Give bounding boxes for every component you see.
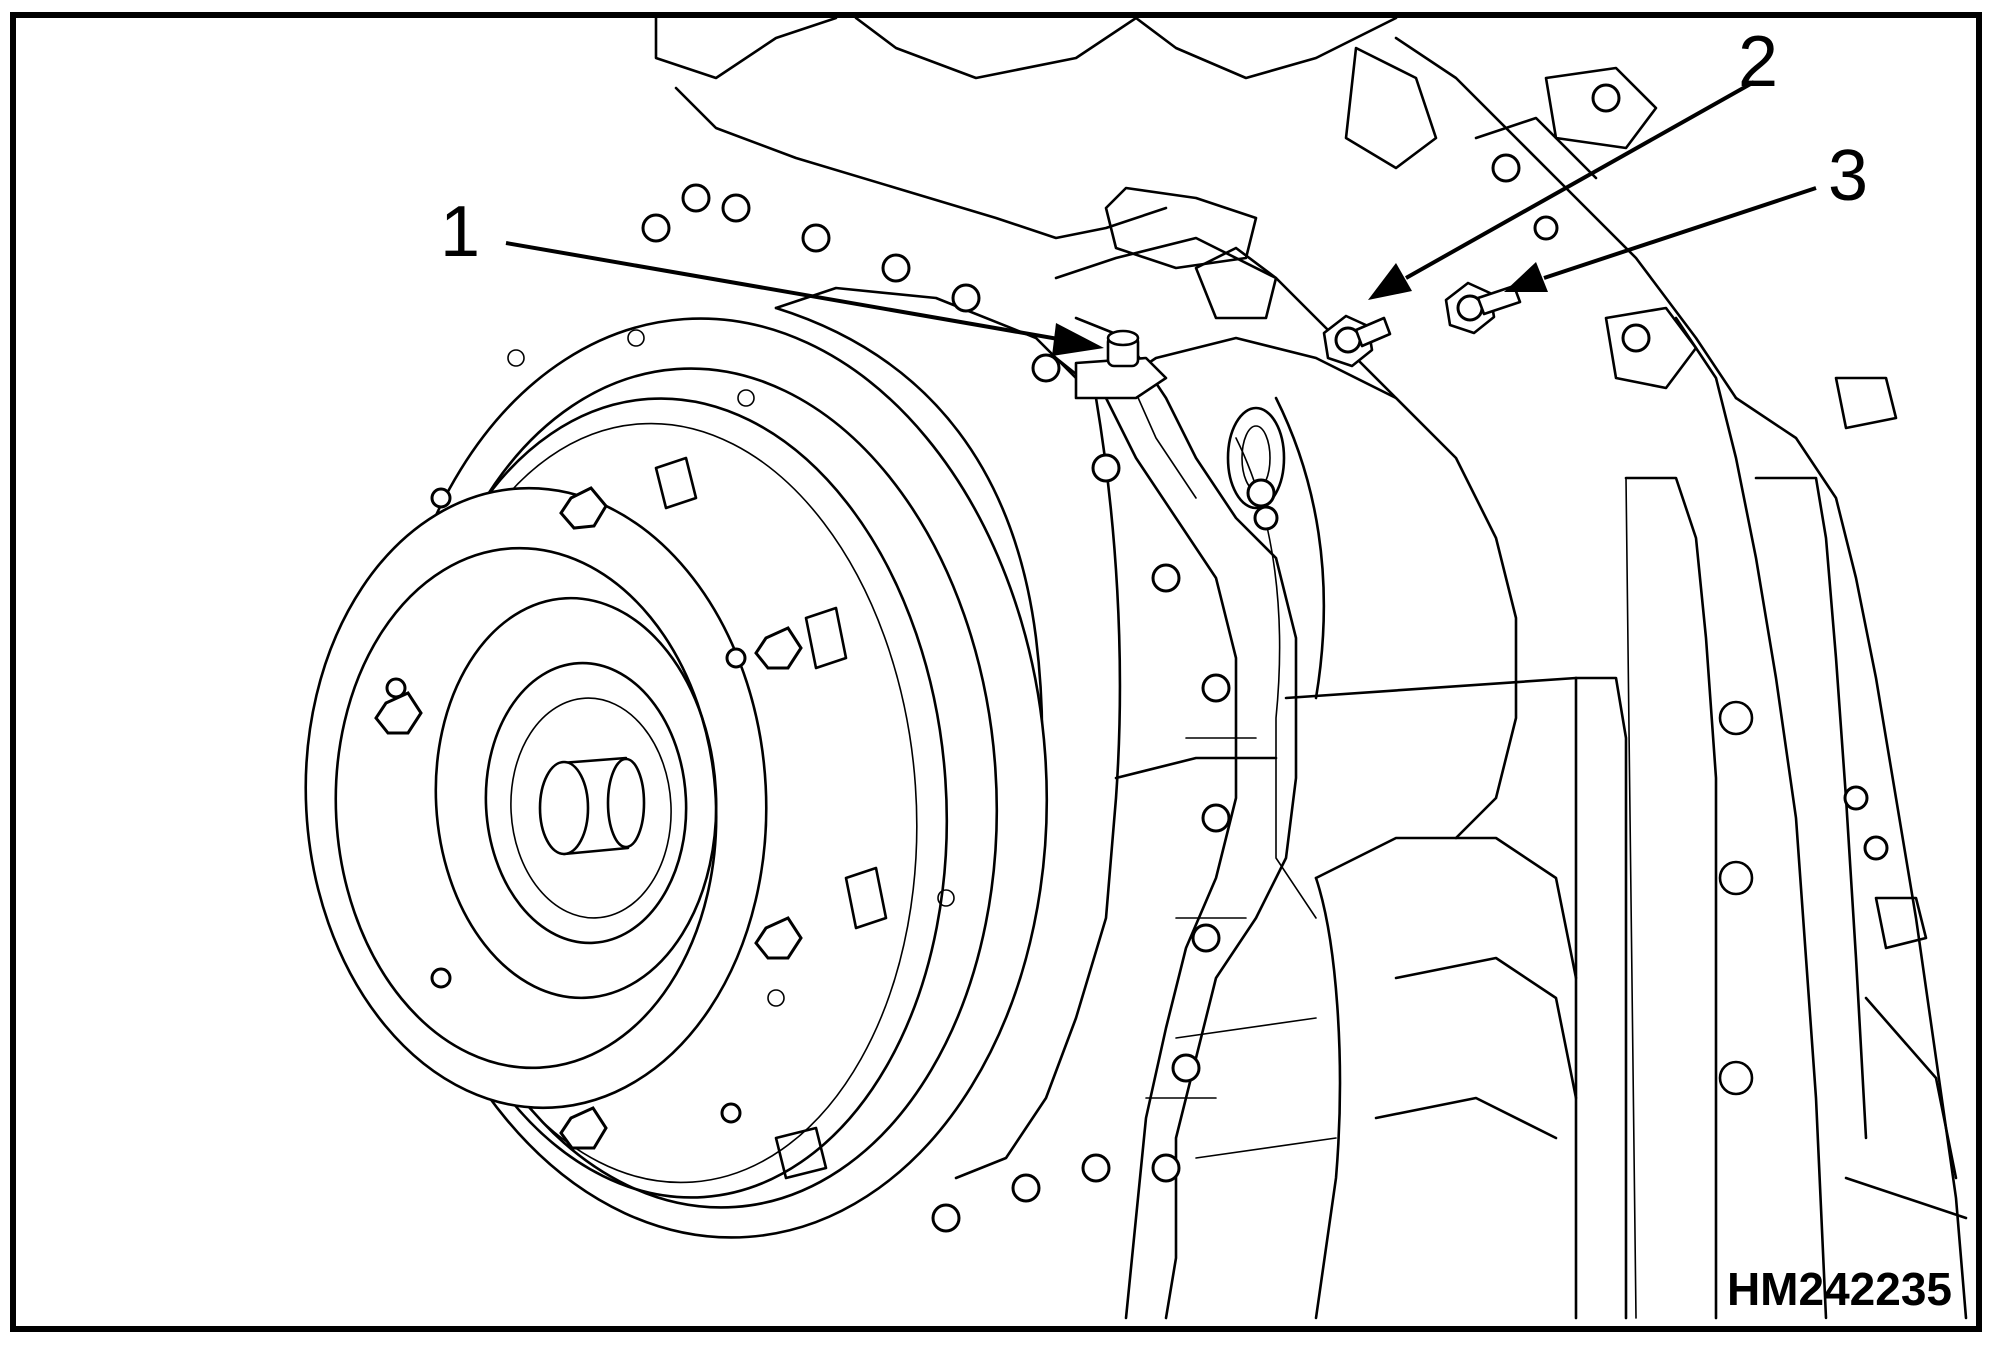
callout-2: 2 xyxy=(1738,22,1779,102)
transmission-line-drawing xyxy=(304,18,1968,1320)
callout-3: 3 xyxy=(1828,136,1869,216)
leader-line-1 xyxy=(505,241,1065,342)
arrowhead-2 xyxy=(1368,263,1412,300)
housing-flange xyxy=(1054,186,1298,1320)
torque-converter xyxy=(304,317,1049,1239)
component-3-fitting xyxy=(1444,281,1522,335)
flange-bolts xyxy=(641,83,1889,1233)
callout-1: 1 xyxy=(440,192,481,272)
arrowhead-1 xyxy=(1052,323,1104,356)
component-1-vent xyxy=(1074,329,1168,400)
arrowhead-3 xyxy=(1504,262,1548,292)
leader-line-2 xyxy=(1405,80,1755,280)
leader-line-3 xyxy=(1543,186,1817,280)
diagram-frame: 1 2 3 HM242235 xyxy=(10,12,1982,1332)
component-2-fitting xyxy=(1322,314,1392,368)
leader-lines xyxy=(505,80,1817,356)
figure-id-label: HM242235 xyxy=(1726,1263,1952,1315)
